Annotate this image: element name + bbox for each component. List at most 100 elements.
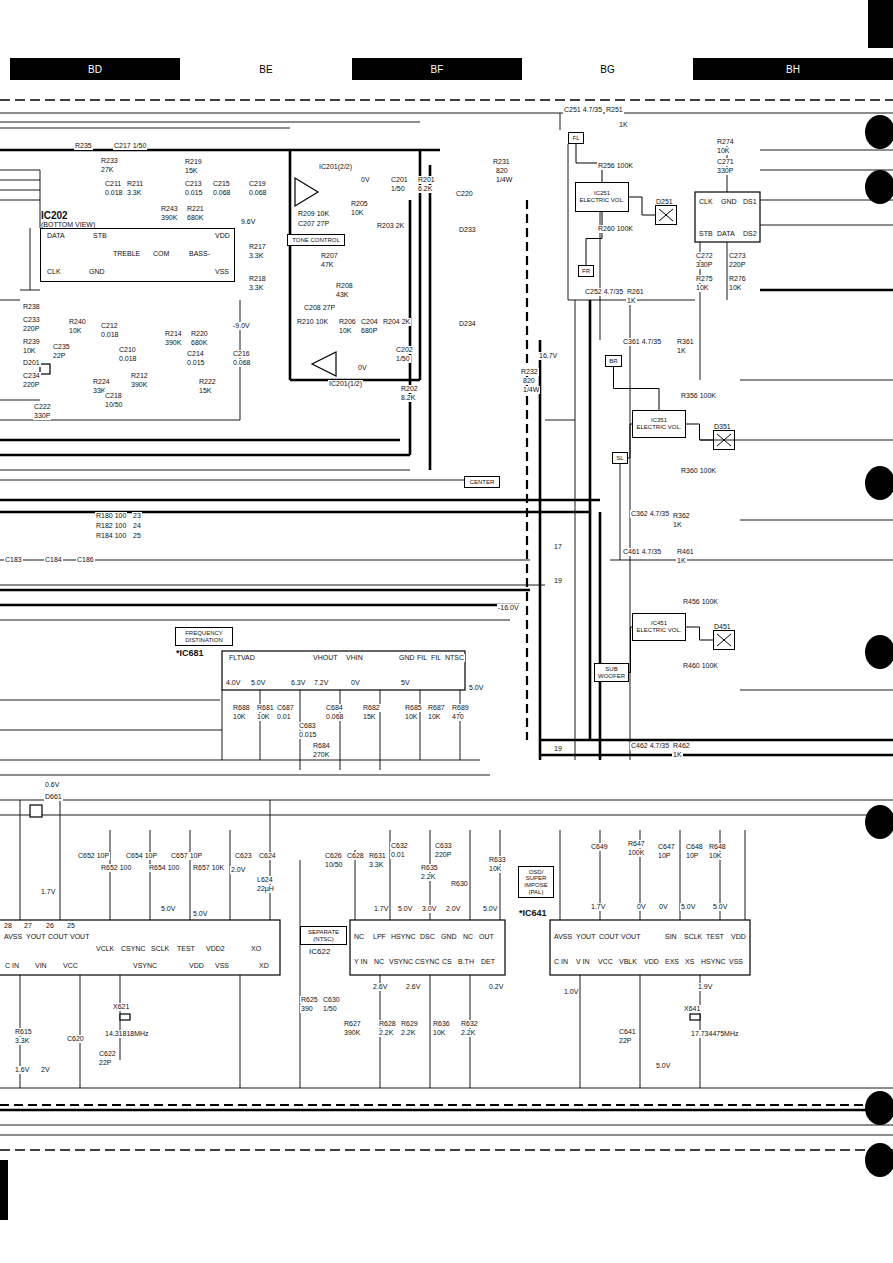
block-text: BE [259,64,272,75]
component-label: C220 [455,190,474,198]
circuit-block: CENTER [464,476,500,488]
component-label: 0V [636,903,647,911]
component-label: R239 [22,338,41,346]
grid-band: BE [180,58,352,80]
component-label: R360 100K [680,467,717,475]
component-label: 1/4W [495,176,513,184]
component-label: TEST [176,945,196,953]
component-label: R238 [22,303,41,311]
component-label: R208 [335,282,354,290]
component-label: 10K [338,327,352,335]
circuit-block: SUB WOOFER [594,663,629,682]
binding-hole [865,170,893,204]
component-label: IC201(2/2) [318,163,353,171]
component-label: R232 [520,368,539,376]
component-label: CLK [46,268,62,276]
component-label: 1K [676,347,687,355]
component-label: 26 [45,922,55,930]
crystal-symbol [690,1014,700,1020]
component-label: R627 [343,1020,362,1028]
component-label: C IN [4,962,20,970]
component-label: VCC [597,958,614,966]
component-label: 3.3K [248,252,264,260]
component-label: C235 [52,343,71,351]
component-label: R628 [378,1020,397,1028]
ic-outline-group [0,178,760,1020]
component-label: C251 4.7/35 [563,106,603,114]
component-label: 1K [676,557,687,565]
component-label: DS2 [742,230,758,238]
circuit-block: FREQUENCY DISTINATION [175,627,233,646]
component-label: 1K [672,521,683,529]
component-label: 16.7V [538,352,558,360]
block-text: SL [616,455,623,462]
block-text: ELECTRIC VOL. [636,627,681,634]
component-label: R625 [300,996,319,1004]
component-label: R261 [626,288,645,296]
component-label: 680K [190,339,208,347]
ic-outline [550,920,750,975]
component-label: 1/50 [395,355,411,363]
component-label: 22µH [256,885,275,893]
component-label: CSYNC [120,945,147,953]
component-label: 220P [22,325,40,333]
component-label: VIN [34,962,48,970]
component-label: 1.6V [14,1066,30,1074]
component-label: C462 4.7/35 [630,742,670,750]
component-label: R240 [68,318,87,326]
component-label: C361 4.7/35 [622,338,662,346]
component-label: YOUT [575,933,596,941]
component-label: C212 [100,322,119,330]
component-label: 19 [553,745,563,753]
component-label: SCLK [150,945,170,953]
component-label: C273 [728,252,747,260]
block-text: CENTER [470,479,495,486]
component-label: 19 [553,577,563,585]
component-label: 3.3K [248,284,264,292]
component-label: FIL [430,654,442,662]
component-label: VDD [643,958,660,966]
component-label: VSYNC [132,962,158,970]
component-label: 1.0V [563,988,579,996]
component-label: 6.2K [417,185,433,193]
component-label: DSC [419,933,436,941]
component-label: 680K [186,214,204,222]
component-label: VOUT [69,933,90,941]
component-label: C233 [22,316,41,324]
component-label: R210 10K [296,318,329,326]
diode-block: D251 [655,205,677,225]
component-label: 15K [362,713,376,721]
component-label: YOUT [25,933,46,941]
circuit-block: IC351ELECTRIC VOL. [632,410,686,438]
component-label: 2.0V [230,866,246,874]
component-label: 28 [3,922,13,930]
component-label: VDD [214,232,231,240]
block-text: BD [88,64,102,75]
component-label: 0.015 [298,731,318,739]
component-label: *IC641 [518,908,548,918]
component-label: 0.068 [248,189,268,197]
component-label: R630 [450,880,469,888]
wire-connector [629,197,655,215]
circuit-block: IC251ELECTRIC VOL. [575,182,629,212]
component-label: R362 [672,512,691,520]
component-label: C624 [258,852,277,860]
diode-symbol [40,364,50,374]
component-label: D233 [458,226,477,234]
component-label: C215 [212,180,231,188]
component-label: 10K [427,713,441,721]
component-label: 10K [728,284,742,292]
component-label: C271 [716,158,735,166]
component-label: 2.6V [372,983,388,991]
component-label: C IN [553,958,569,966]
thick-bus [0,150,893,1110]
block-text: ELECTRIC VOL. [579,197,624,204]
block-text: OSD/ SUPER IMPOSE (PAL) [521,869,551,895]
component-label: 390K [164,339,182,347]
component-label: R657 10K [192,864,225,872]
component-label: AVSS [3,933,23,941]
component-label: R211 [126,180,144,188]
component-label: X621 [112,1003,130,1011]
circuit-block: OSD/ SUPER IMPOSE (PAL) [518,866,554,898]
circuit-block: SL [612,452,628,464]
